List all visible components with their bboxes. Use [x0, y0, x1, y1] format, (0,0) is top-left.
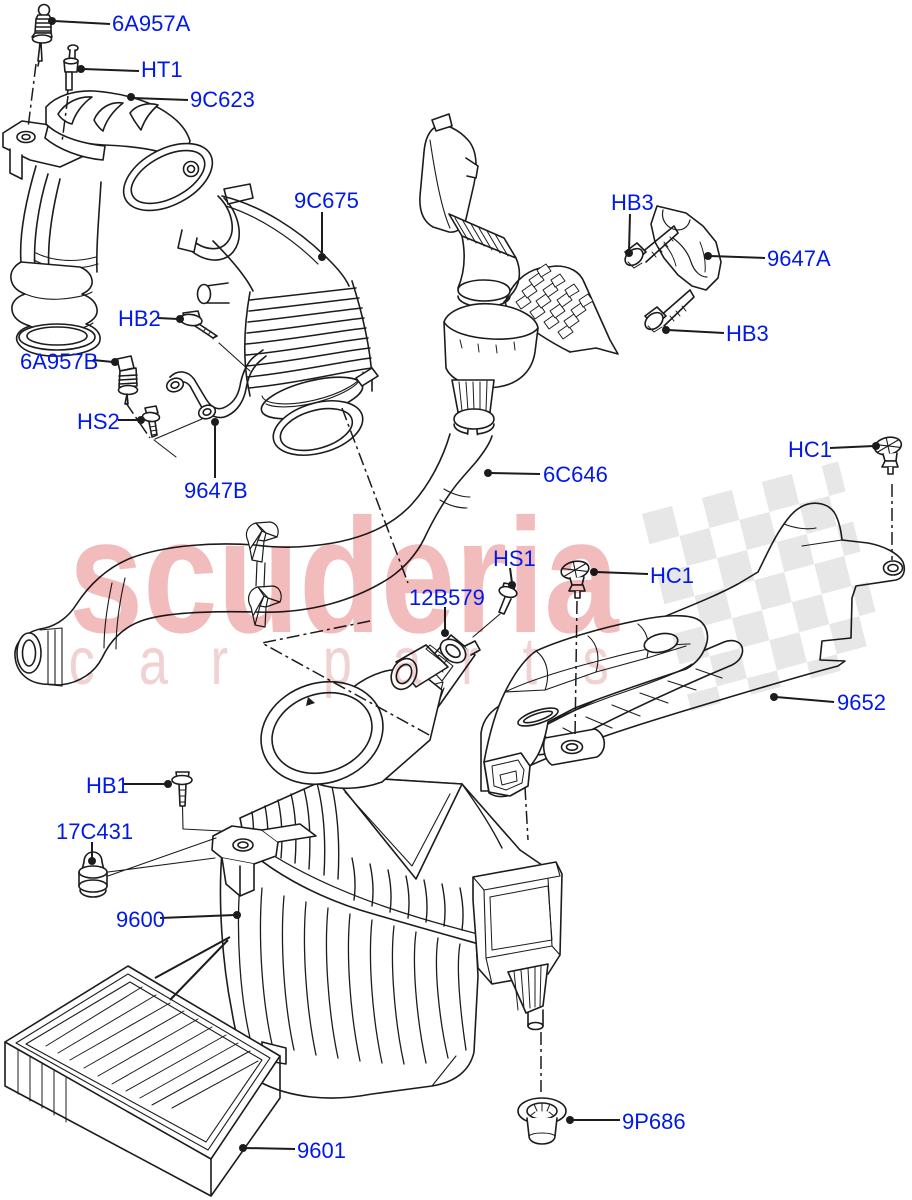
svg-text:9647A: 9647A — [767, 246, 831, 271]
svg-text:a: a — [392, 624, 422, 699]
svg-text:HS2: HS2 — [77, 409, 120, 434]
svg-text:9C675: 9C675 — [294, 188, 359, 213]
svg-text:12B579: 12B579 — [409, 585, 485, 610]
svg-text:HB3: HB3 — [611, 190, 654, 215]
svg-text:9P686: 9P686 — [622, 1109, 686, 1134]
svg-text:HT1: HT1 — [141, 57, 183, 82]
svg-text:6A957A: 6A957A — [112, 11, 191, 36]
svg-text:9C623: 9C623 — [190, 87, 255, 112]
svg-text:c: c — [69, 624, 95, 699]
svg-text:HC1: HC1 — [650, 563, 694, 588]
svg-text:r: r — [461, 624, 478, 699]
svg-text:17C431: 17C431 — [56, 819, 133, 844]
svg-text:9652: 9652 — [837, 690, 886, 715]
svg-text:6C646: 6C646 — [543, 462, 608, 487]
svg-text:scuderia: scuderia — [69, 484, 620, 667]
svg-text:HB2: HB2 — [118, 306, 161, 331]
svg-text:a: a — [139, 624, 169, 699]
svg-text:9601: 9601 — [297, 1138, 346, 1163]
svg-text:HC1: HC1 — [788, 437, 832, 462]
svg-text:9647B: 9647B — [184, 478, 248, 503]
svg-text:r: r — [211, 624, 228, 699]
svg-text:t: t — [523, 624, 538, 699]
svg-text:p: p — [323, 624, 352, 699]
svg-text:6A957B: 6A957B — [20, 349, 98, 374]
svg-text:HB3: HB3 — [726, 321, 769, 346]
svg-text:s: s — [583, 624, 609, 699]
svg-text:HB1: HB1 — [86, 773, 129, 798]
svg-text:HS1: HS1 — [493, 546, 536, 571]
svg-text:9600: 9600 — [116, 907, 165, 932]
